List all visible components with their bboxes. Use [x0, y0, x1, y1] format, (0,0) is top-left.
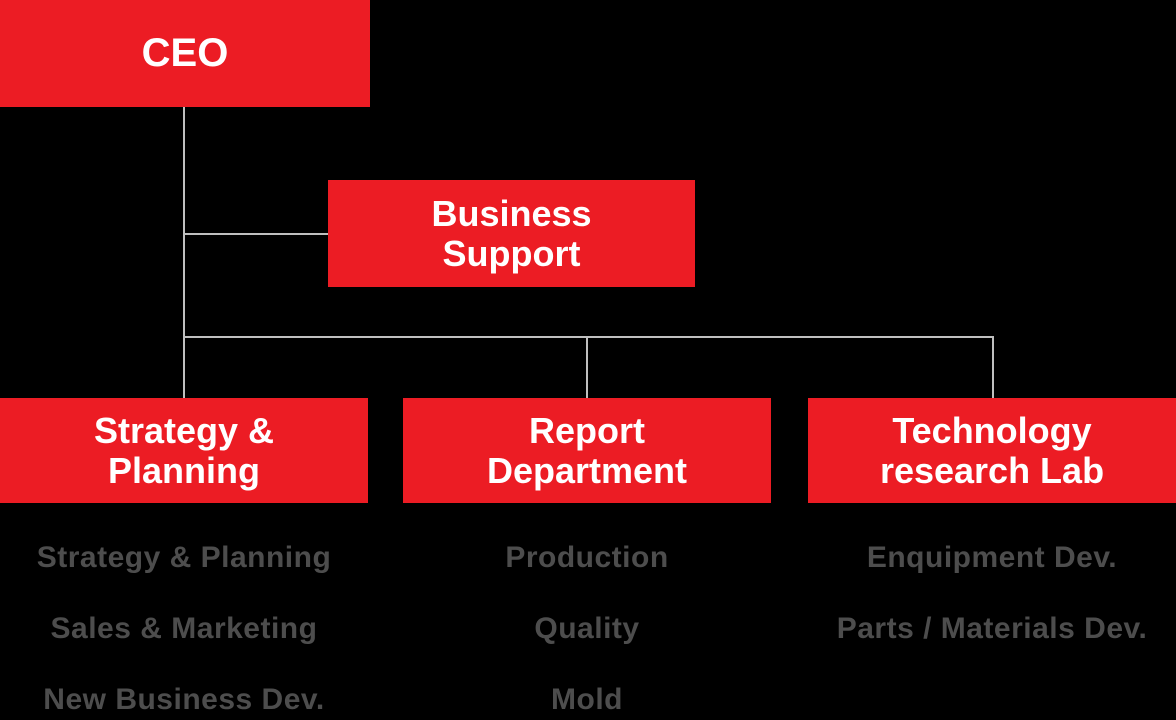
connector-technology-lab: [992, 337, 994, 398]
org-box-technology-research-lab: Technology research Lab: [808, 398, 1176, 503]
list-item-parts-materials-dev: Parts / Materials Dev.: [836, 612, 1148, 645]
list-item-new-business-dev: New Business Dev.: [43, 683, 325, 716]
connector-ceo-vertical: [183, 107, 185, 398]
connector-departments-branch: [183, 336, 994, 338]
org-box-business-support: Business Support: [328, 180, 695, 287]
org-box-ceo: CEO: [0, 0, 370, 107]
org-box-report-department: Report Department: [403, 398, 771, 503]
org-box-ceo-label: CEO: [141, 31, 229, 75]
org-box-strategy-planning-label: Strategy & Planning: [93, 409, 275, 491]
list-item-enquipment-dev: Enquipment Dev.: [866, 541, 1118, 574]
connector-report-department: [586, 337, 588, 398]
org-box-technology-research-lab-label: Technology research Lab: [879, 409, 1105, 491]
list-item-production: Production: [505, 541, 669, 574]
org-box-report-department-label: Report Department: [486, 409, 688, 491]
list-item-sales-marketing: Sales & Marketing: [50, 612, 318, 645]
connector-business-support: [184, 233, 328, 235]
list-item-quality: Quality: [534, 612, 640, 645]
list-item-strategy-planning: Strategy & Planning: [36, 541, 332, 574]
list-item-mold: Mold: [551, 683, 623, 716]
org-box-business-support-label: Business Support: [431, 192, 592, 274]
org-box-strategy-planning: Strategy & Planning: [0, 398, 368, 503]
